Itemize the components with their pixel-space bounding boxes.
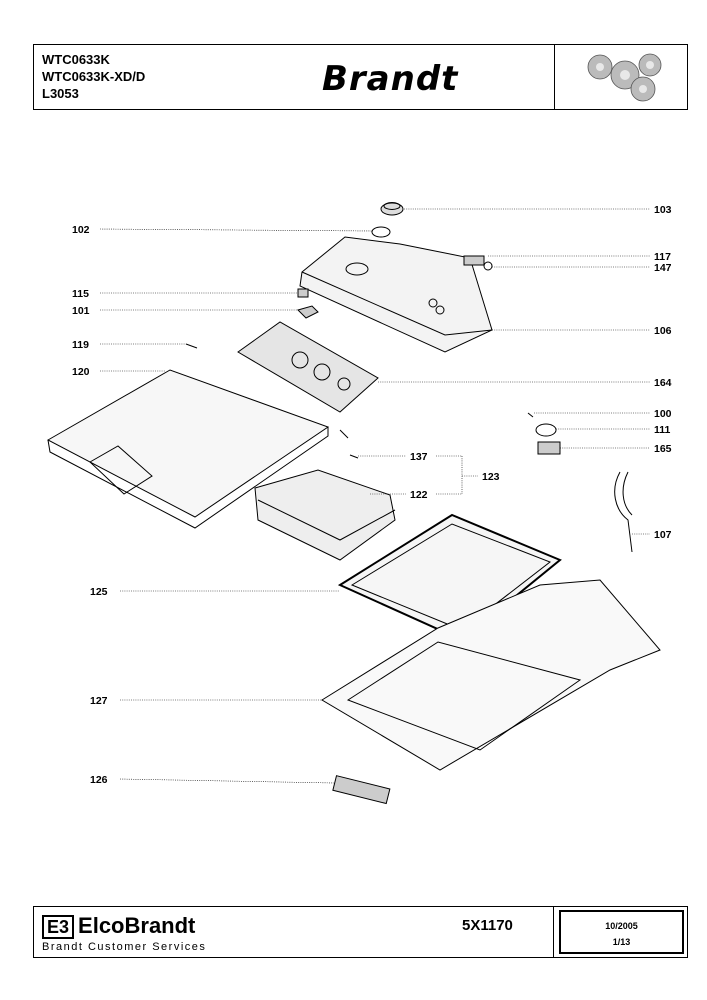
callout-165: 165	[654, 443, 672, 455]
part-123-dispenser	[254, 469, 396, 561]
model-code: WTC0633K	[42, 52, 110, 67]
callout-115: 115	[72, 288, 89, 300]
callout-102: 102	[72, 224, 90, 236]
part-147-knob	[483, 261, 493, 271]
callout-103: 103	[654, 204, 672, 216]
company-mark: E3	[42, 915, 75, 939]
callout-100: 100	[654, 408, 672, 420]
part-117-switch	[463, 255, 485, 266]
part-115-clip	[297, 288, 309, 298]
callout-127: 127	[90, 695, 108, 707]
callout-111: 111	[654, 424, 671, 436]
part-106-panel-cover	[299, 236, 493, 353]
title-block: WTC0633K WTC0633K-XD/D L3053 Brandt	[33, 44, 688, 110]
part-111-cover	[535, 423, 557, 437]
model-code: WTC0633K-XD/D	[42, 69, 146, 84]
company-name: ElcoBrandt	[78, 913, 196, 938]
callout-122: 122	[410, 489, 428, 501]
part-126-hinge	[332, 775, 391, 805]
part-102-ring	[371, 226, 391, 238]
part-165-lock	[537, 441, 561, 455]
callout-147: 147	[654, 262, 672, 274]
document-number: 5X1170	[462, 917, 513, 934]
part-101-lever	[297, 305, 319, 319]
part-107-harness	[614, 471, 633, 553]
document-date: 10/2005	[605, 921, 638, 931]
callout-126: 126	[90, 774, 108, 786]
brand-logo: Brandt	[322, 59, 459, 99]
part-125-seal	[337, 513, 562, 642]
callout-119: 119	[72, 339, 89, 351]
callout-164: 164	[654, 377, 672, 389]
page-number: 1/13	[612, 937, 631, 947]
callout-107: 107	[654, 529, 672, 541]
callout-137: 137	[410, 451, 428, 463]
callout-123: 123	[482, 471, 500, 483]
callout-120: 120	[72, 366, 90, 378]
part-119-pin	[185, 343, 198, 349]
part-164-board	[237, 321, 379, 413]
company-subtitle: Brandt Customer Services	[42, 941, 207, 953]
date-page-box: 10/2005 1/13	[553, 907, 687, 957]
callout-101: 101	[72, 305, 90, 317]
callout-117: 117	[654, 251, 671, 263]
callout-125: 125	[90, 586, 108, 598]
callout-106: 106	[654, 325, 672, 337]
gear-cluster-icon	[554, 45, 687, 109]
part-137-screw	[349, 454, 359, 459]
part-100-screw	[527, 412, 534, 418]
model-list: WTC0633K WTC0633K-XD/D L3053	[42, 51, 145, 102]
model-code: L3053	[42, 86, 79, 101]
part-127-top-frame	[321, 579, 661, 771]
